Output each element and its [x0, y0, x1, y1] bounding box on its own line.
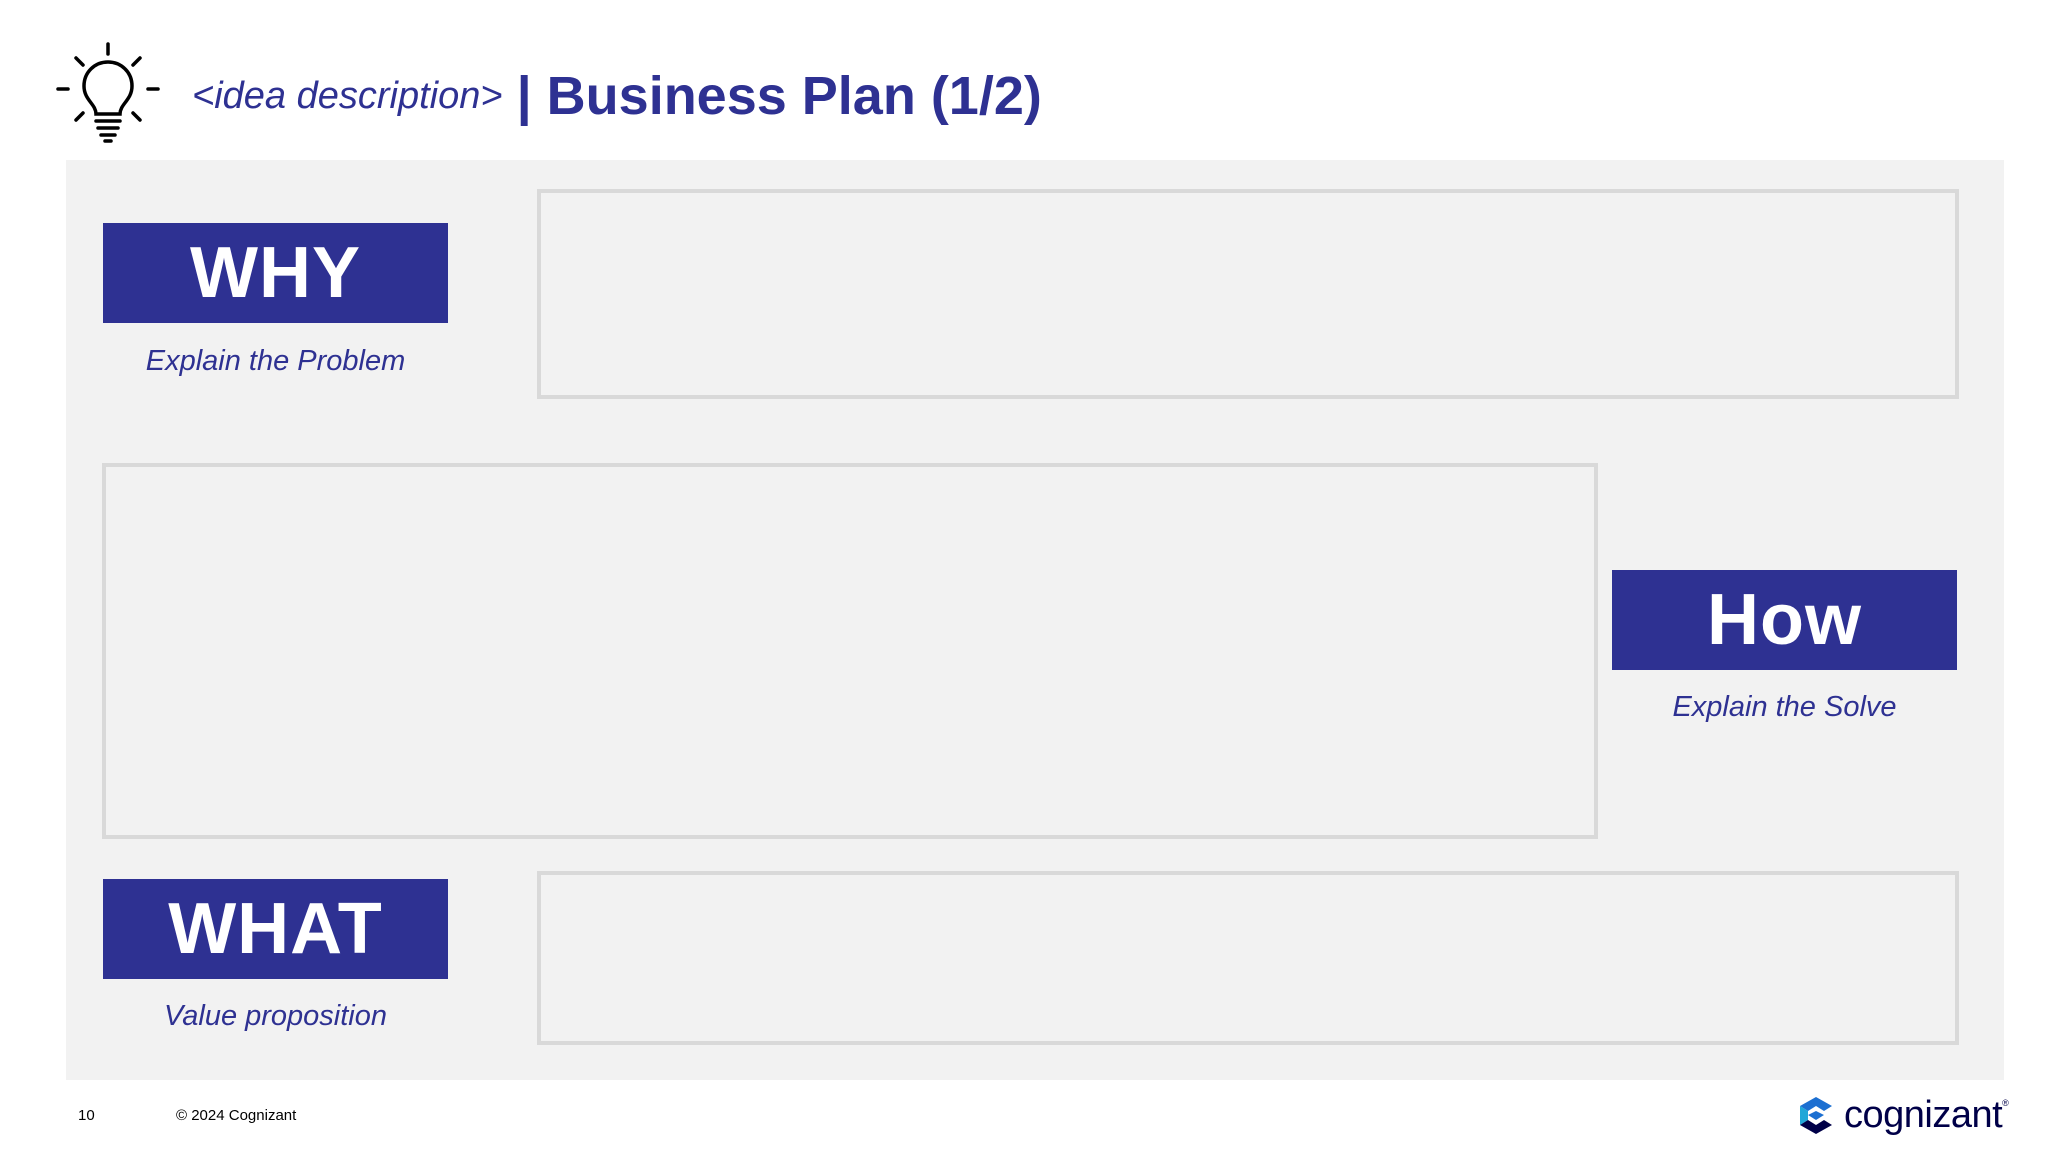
why-subtitle: Explain the Problem [145, 345, 406, 377]
why-label-block: WHY [103, 223, 448, 323]
registered-mark: ® [2002, 1098, 2009, 1108]
copyright-text: © 2024 Cognizant [176, 1107, 297, 1124]
what-label-block: WHAT [103, 879, 448, 979]
idea-description-placeholder[interactable]: <idea description> [192, 74, 503, 117]
what-text-box[interactable] [537, 871, 1959, 1045]
cognizant-logo-mark-icon [1800, 1097, 1832, 1134]
how-text-box[interactable] [102, 463, 1598, 839]
why-label: WHY [190, 233, 361, 313]
what-subtitle: Value proposition [163, 1000, 388, 1032]
how-subtitle: Explain the Solve [1672, 691, 1897, 723]
title-business-plan: | Business Plan (1/2) [516, 66, 1042, 126]
page-title: <idea description> | Business Plan (1/2) [192, 60, 1042, 132]
cognizant-logo-text: cognizant [1844, 1093, 2003, 1136]
how-label: How [1707, 580, 1862, 660]
why-text-box[interactable] [537, 189, 1959, 399]
what-label: WHAT [168, 889, 383, 969]
how-label-block: How [1612, 570, 1957, 670]
page-number: 10 [78, 1107, 95, 1124]
lightbulb-icon [56, 42, 160, 146]
cognizant-logo: cognizant ® [1794, 1090, 2009, 1140]
